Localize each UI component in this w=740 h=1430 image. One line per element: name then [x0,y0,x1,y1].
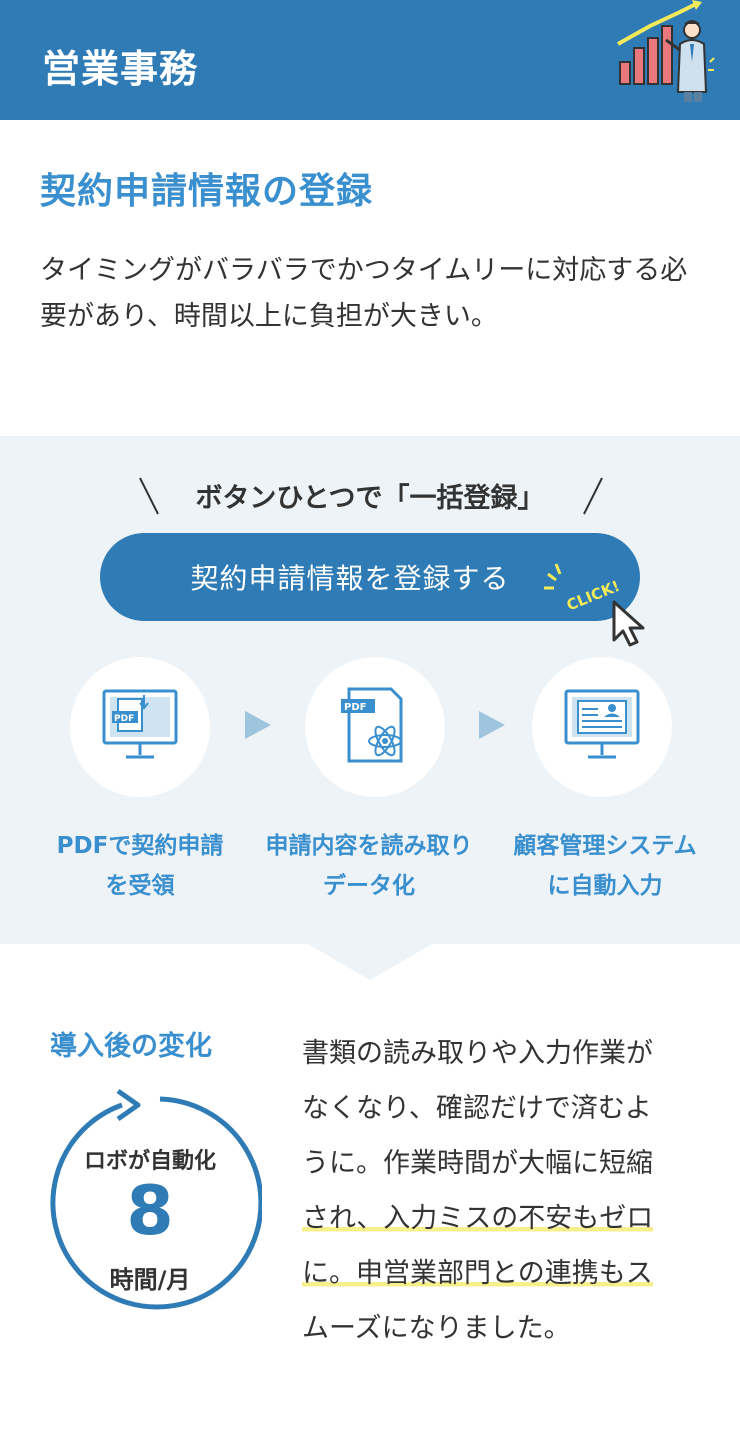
result-line-highlight: され、入力ミスの不安もゼロ [302,1203,654,1234]
step-arrow-icon [245,711,271,739]
svg-text:PDF: PDF [344,702,366,713]
slash-right-icon [583,477,603,515]
businessman-growth-chart-icon [617,0,715,102]
page-title: 営業事務 [42,47,199,91]
section-title: 契約申請情報の登録 [40,171,374,212]
section-description: タイミングがバラバラでかつタイムリーに対応する必要があり、時間以上に負担が大きい… [40,255,688,332]
after-title: 導入後の変化 [50,1031,212,1062]
tagline-row: ボタンひとつで「一括登録」 [0,470,740,520]
register-button[interactable]: 契約申請情報を登録する [100,533,640,621]
step-caption-input: 顧客管理システム に自動入力 [513,833,697,899]
cycle-arrow-icon [50,1088,262,1310]
step-receive-pdf: PDF [70,657,210,797]
tagline: ボタンひとつで「一括登録」 [195,483,545,514]
monitor-customer-profile-icon [564,689,640,759]
ring-value: 8 [126,1172,174,1251]
ring-label: ロボが自動化 [83,1149,216,1174]
step-caption-read: 申請内容を読み取り データ化 [265,833,473,899]
pdf-document-atom-icon: PDF [341,687,403,763]
step-arrow-icon [479,711,505,739]
result-text: 書類の読み取りや入力作業が なくなり、確認だけで済むよ うに。作業時間が大幅に短… [302,1026,702,1356]
result-line: ムーズになりました。 [302,1313,571,1344]
slash-left-icon [139,477,159,515]
step-caption-receive: PDFで契約申請 を受領 [56,833,224,899]
result-line: なくなり、確認だけで済むよ [302,1093,652,1124]
header-bar: 営業事務 [0,0,740,120]
step-read-content: PDF [305,657,445,797]
result-line-highlight: に。申営業部門との連携もス [302,1258,653,1289]
step-auto-input [532,657,672,797]
panel-pointer-arrow [308,944,432,980]
ring-unit: 時間/月 [109,1266,191,1294]
register-button-label: 契約申請情報を登録する [190,562,510,595]
result-line: うに。作業時間が大幅に短縮 [302,1148,653,1179]
click-cursor-icon: CLICK! [544,563,645,647]
svg-text:PDF: PDF [114,714,134,724]
monitor-pdf-download-icon: PDF [102,689,178,759]
result-line: 書類の読み取りや入力作業が [302,1038,653,1069]
